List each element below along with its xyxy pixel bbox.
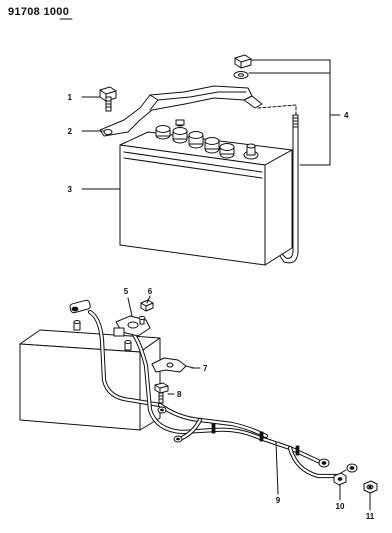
bracket-bolt <box>99 86 117 112</box>
callout-4: 4 <box>344 111 349 120</box>
callout-6: 6 <box>148 287 153 296</box>
holddown-nut <box>234 54 252 69</box>
callout-4-bracket <box>251 59 331 166</box>
holddown-rod <box>279 114 299 264</box>
battery-lower-front <box>19 343 141 431</box>
terminal-nut <box>140 299 154 312</box>
battery-front-face <box>119 144 266 266</box>
callout-3: 3 <box>68 185 73 194</box>
guide-line <box>257 104 297 116</box>
callout-9: 9 <box>276 496 281 505</box>
callout-5: 5 <box>124 287 129 296</box>
leader-5 <box>127 297 133 317</box>
callout-7: 7 <box>203 364 208 373</box>
battery-upper <box>119 119 293 266</box>
ground-nut <box>333 472 347 486</box>
battery-terminal-clamp <box>113 315 151 337</box>
battery-cell-caps <box>155 125 235 159</box>
holddown-washer <box>233 71 249 79</box>
callout-1: 1 <box>68 93 73 102</box>
diagram-part-number: 91708 1000 <box>8 6 70 18</box>
callout-10: 10 <box>336 502 345 511</box>
battery-cable-harness <box>69 299 358 479</box>
callout-2: 2 <box>68 127 73 136</box>
ground-bolt <box>363 480 378 494</box>
battery-lower <box>19 320 161 431</box>
leader-9 <box>275 441 279 495</box>
callout-8: 8 <box>177 390 182 399</box>
callout-11: 11 <box>366 512 375 521</box>
battery-side-face <box>264 149 293 266</box>
leader-6 <box>146 295 151 304</box>
battery-holddown-bracket <box>99 85 263 137</box>
cable-bolt <box>154 382 169 404</box>
